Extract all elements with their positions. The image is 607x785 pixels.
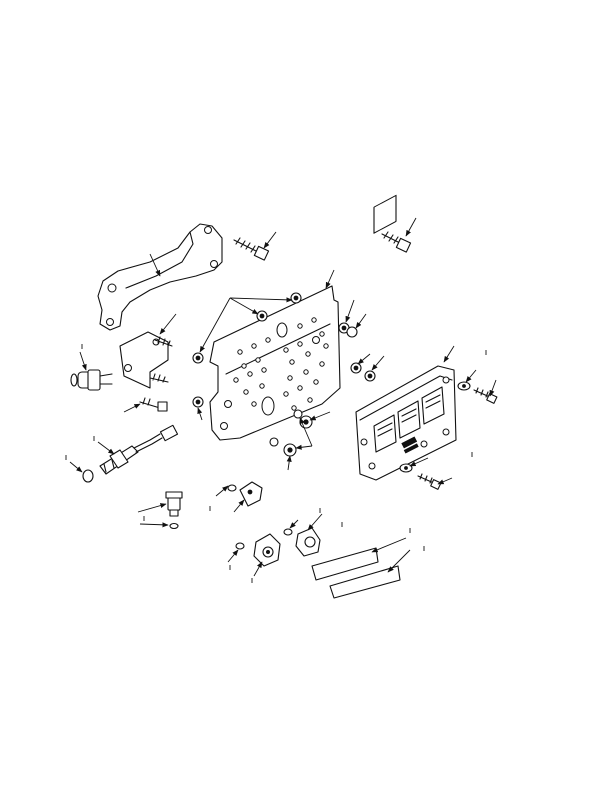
module-washer	[399, 381, 471, 473]
mounting-plate	[209, 285, 341, 441]
plate-hole	[283, 391, 289, 397]
plate-nut	[192, 292, 376, 457]
plate-hole	[297, 385, 303, 391]
plate-hole	[297, 341, 303, 347]
plate-hole	[319, 361, 325, 367]
top-right-bolt	[381, 231, 412, 253]
plate-hole	[283, 347, 289, 353]
plate-hole	[251, 343, 257, 349]
plate-hole	[237, 349, 243, 355]
engine-control-module	[355, 194, 457, 481]
plate-hole	[261, 367, 267, 373]
leader-lines	[69, 217, 497, 577]
sensor-with-harness	[82, 424, 179, 483]
upper-mounting-bracket	[97, 223, 223, 331]
plate-hole	[313, 379, 319, 385]
temperature-sensor-center	[227, 481, 263, 507]
plate-hole	[247, 371, 253, 377]
plate-hole	[311, 317, 317, 323]
plate-hole	[255, 357, 261, 363]
plate-hole	[289, 359, 295, 365]
plate-hole	[319, 331, 325, 337]
plate-holes	[233, 317, 329, 411]
plate-hole	[243, 389, 249, 395]
plate-hole	[287, 375, 293, 381]
sensor-bracket	[119, 331, 173, 389]
plate-hole	[233, 377, 239, 383]
plate-hole	[251, 401, 257, 407]
speed-sensor	[70, 369, 113, 391]
bracket-bolt	[233, 237, 270, 261]
plate-hole	[303, 369, 309, 375]
plate-hole	[241, 363, 247, 369]
oil-pressure-sensor	[235, 533, 281, 567]
plate-hole	[307, 397, 313, 403]
callout-ticks	[65, 344, 487, 583]
plate-hole	[291, 405, 297, 411]
plate-hole	[297, 323, 303, 329]
plate-hole	[259, 383, 265, 389]
plate-hole	[305, 351, 311, 357]
plate-hole	[265, 337, 271, 343]
coolant-sensor	[283, 527, 321, 557]
plate-hole	[323, 343, 329, 349]
warning-label-strip	[311, 547, 401, 599]
bracket-bolt-lower	[139, 397, 168, 412]
pressure-switch-left	[165, 491, 183, 530]
